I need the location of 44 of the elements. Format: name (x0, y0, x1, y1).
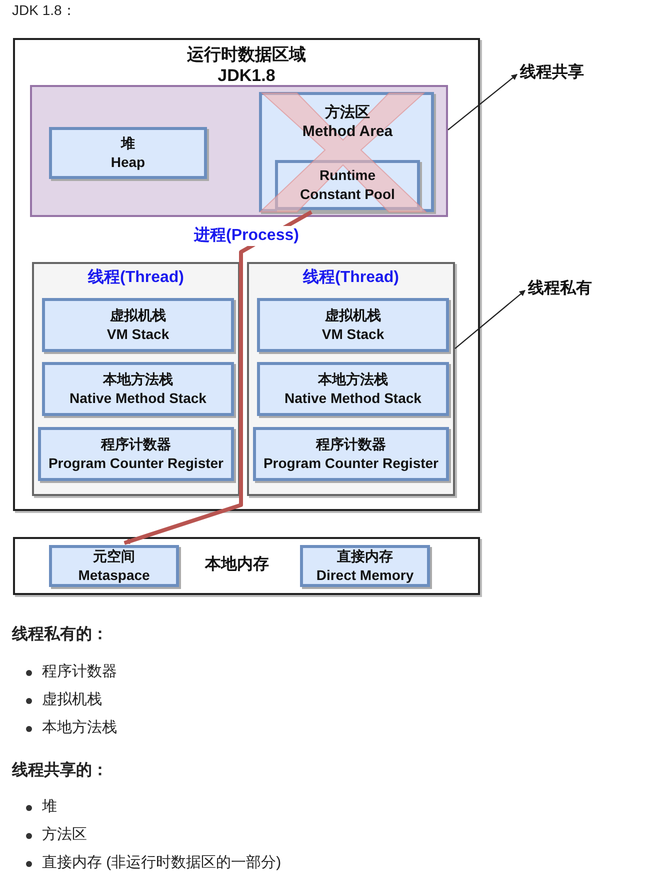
box-label: 元空间 Metaspace (78, 547, 150, 585)
box-title: 线程(Thread) (88, 268, 184, 288)
box-label: 本地方法栈 Native Method Stack (70, 370, 206, 408)
memory-box (275, 160, 420, 210)
side-label: 线程共享 (520, 62, 584, 82)
list-item: 本地方法栈 (42, 718, 117, 737)
box-label: Runtime Constant Pool (300, 166, 395, 204)
box-label: 程序计数器 Program Counter Register (48, 435, 224, 473)
list-item: 虚拟机栈 (42, 690, 102, 709)
box-title: 本地内存 (205, 555, 269, 575)
memory-box (42, 298, 234, 352)
thread-box (32, 262, 240, 496)
arrow (448, 74, 518, 130)
box-label: 虚拟机栈 VM Stack (106, 306, 170, 344)
memory-box (49, 545, 179, 587)
memory-box (253, 427, 449, 481)
memory-box (257, 298, 449, 352)
list-item: 堆 (42, 797, 57, 816)
arrow (454, 290, 526, 350)
box-label: 直接内存 Direct Memory (316, 547, 414, 585)
list-item: 直接内存 (非运行时数据区的一部分) (42, 853, 282, 872)
box-label: 堆 Heap (110, 134, 146, 172)
list-item: 方法区 (42, 825, 87, 844)
memory-box (49, 127, 207, 179)
box-title: 运行时数据区域 JDK1.8 (186, 44, 307, 86)
list-item: 程序计数器 (42, 662, 117, 681)
intro-text: JDK 1.8： (12, 2, 76, 20)
box-title: 线程(Thread) (303, 268, 399, 288)
region-box (13, 537, 480, 595)
side-label: 线程私有 (528, 278, 592, 298)
arrow (124, 210, 312, 545)
shared-area (30, 85, 448, 217)
section-heading: 线程共享的： (12, 760, 108, 781)
memory-box (38, 427, 234, 481)
box-label: 虚拟机栈 VM Stack (322, 306, 384, 344)
memory-box (300, 545, 430, 587)
region-box (13, 38, 480, 511)
thread-box (247, 262, 455, 496)
box-label: 程序计数器 Program Counter Register (263, 435, 439, 473)
memory-box (257, 362, 449, 416)
section-heading: 线程私有的： (12, 624, 108, 645)
box-label: 方法区 Method Area (301, 103, 394, 141)
memory-box (42, 362, 234, 416)
box-label: 本地方法栈 Native Method Stack (284, 370, 422, 408)
